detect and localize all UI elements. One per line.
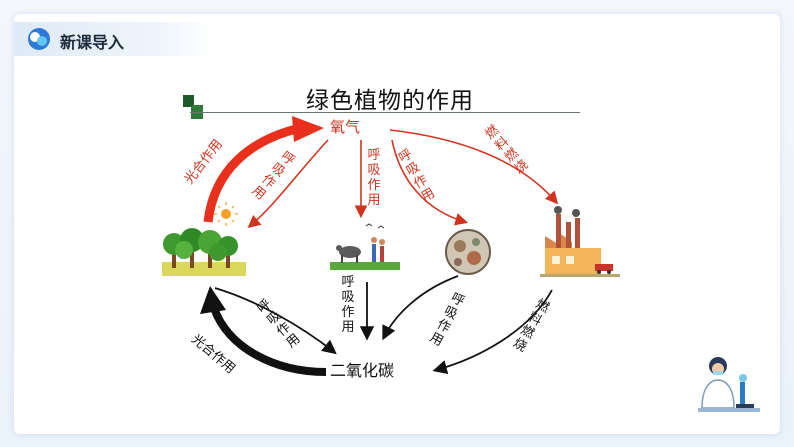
photosynthesis-co2-arrowhead	[200, 286, 226, 314]
resp-animal-bottom-label: 呼吸作用	[341, 275, 355, 335]
micro-co2-arrow	[382, 275, 459, 341]
resp-plant-arrow	[247, 139, 329, 229]
burn-co2-arrow	[432, 289, 553, 375]
resp-micro-arrow	[391, 139, 469, 226]
sun-icon	[214, 202, 238, 226]
photosynthesis-arrow-up	[203, 123, 302, 223]
slide-card	[14, 14, 780, 434]
app-logo-icon	[28, 28, 50, 50]
scientist-illustration-icon	[698, 357, 760, 412]
animals-people-icon	[330, 223, 400, 270]
burn-arrow	[389, 129, 559, 205]
plant-resp-co2-arrow	[214, 287, 337, 355]
microorganisms-icon	[445, 229, 491, 275]
photosynthesis-arrowhead	[292, 116, 324, 142]
photosynthesis-arrow-co2	[210, 306, 327, 376]
diagram-title: 绿色植物的作用	[306, 88, 474, 114]
oxygen-node: 氧气	[330, 118, 361, 136]
section-title: 新课导入	[60, 33, 125, 52]
trees-icon	[162, 228, 246, 276]
factory-icon	[540, 206, 620, 277]
co2-node: 二氧化碳	[330, 361, 395, 380]
title-underline	[190, 112, 580, 113]
resp-animal-top-label: 呼吸作用	[367, 148, 381, 208]
